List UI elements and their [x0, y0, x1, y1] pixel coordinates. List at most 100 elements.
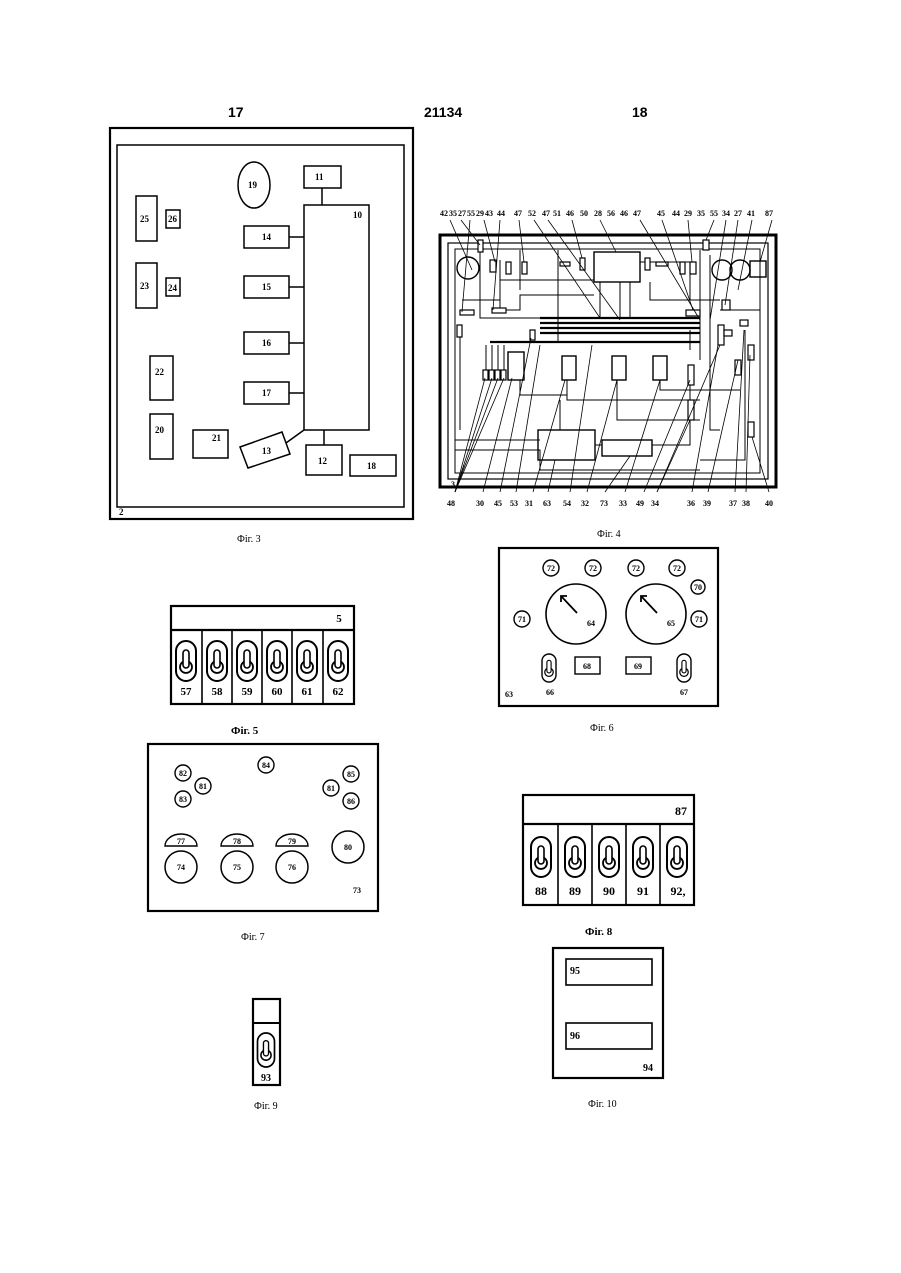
toggle-switch-93[interactable]: [258, 1033, 275, 1067]
fig3-label-12: 12: [318, 456, 328, 466]
fig4-bottom-label: 34: [651, 499, 659, 508]
figure-8-switches: [531, 837, 687, 877]
fig3-label-10: 10: [353, 210, 363, 220]
switch-label: 88: [535, 884, 547, 898]
lamp-label: 81: [199, 782, 207, 791]
toggle-switch-88[interactable]: [531, 837, 551, 877]
fig4-top-label: 52: [528, 209, 536, 218]
fig4-top-label: 44: [497, 209, 505, 218]
figure-10-caption: Фіг. 10: [588, 1099, 617, 1110]
display-label: 69: [634, 662, 642, 671]
lamp-label: 72: [589, 564, 597, 573]
fig4-top-label: 46: [566, 209, 574, 218]
fig3-label-25: 25: [140, 214, 150, 224]
toggle-switch-57[interactable]: [176, 641, 196, 681]
switch-label: 59: [242, 686, 254, 698]
fig4-bottom-label: 38: [742, 499, 750, 508]
knob-label: 76: [288, 863, 296, 872]
fig4-bottom-label: 63: [543, 499, 551, 508]
lamp-label: 83: [179, 795, 187, 804]
fig4-top-label: 27: [458, 209, 466, 218]
fig4-top-label: 47: [514, 209, 522, 218]
fig4-top-label: 50: [580, 209, 588, 218]
figure-6-switches: [542, 654, 691, 682]
toggle-switch-61[interactable]: [297, 641, 317, 681]
toggle-switch-60[interactable]: [267, 641, 287, 681]
figure-3-caption: Фіг. 3: [237, 534, 261, 545]
panel-number: 73: [353, 886, 361, 895]
figure-9-caption: Фіг. 9: [254, 1101, 278, 1112]
fig4-bottom-label: 36: [687, 499, 695, 508]
fig4-top-label: 47: [542, 209, 550, 218]
knob-plate-label: 79: [288, 837, 296, 846]
toggle-switch-67[interactable]: [677, 654, 691, 682]
figure-5-switch-panel: [171, 606, 354, 704]
fig4-bottom-label: 53: [510, 499, 518, 508]
lamp-label: 84: [262, 761, 270, 770]
fig4-top-label: 27: [734, 209, 742, 218]
fig4-top-label: 41: [747, 209, 755, 218]
switch-label: 93: [261, 1073, 271, 1084]
fig4-top-label: 46: [620, 209, 628, 218]
toggle-switch-89[interactable]: [565, 837, 585, 877]
display-label: 96: [570, 1031, 580, 1042]
fig3-label-18: 18: [367, 461, 377, 471]
knob-label: 80: [344, 843, 352, 852]
toggle-switch-91[interactable]: [633, 837, 653, 877]
switch-label: 57: [181, 686, 193, 698]
switch-label: 91: [637, 884, 649, 898]
switch-label: 92,: [671, 884, 686, 898]
lamp-label: 72: [547, 564, 555, 573]
fig3-label-20: 20: [155, 425, 165, 435]
fig4-top-label: 51: [553, 209, 561, 218]
figure-5-caption: Фіг. 5: [231, 725, 258, 737]
fig4-top-label: 43: [485, 209, 493, 218]
fig4-top-label: 55: [710, 209, 718, 218]
switch-label: 90: [603, 884, 615, 898]
switch-label: 66: [546, 688, 554, 697]
lamp-label: 86: [347, 797, 355, 806]
toggle-switch-92[interactable]: [667, 837, 687, 877]
fig4-bottom-label: 37: [729, 499, 737, 508]
fig4-top-label: 35: [697, 209, 705, 218]
fig4-bottom-label: 39: [703, 499, 711, 508]
panel-number: 63: [505, 690, 513, 699]
toggle-switch-90[interactable]: [599, 837, 619, 877]
fig4-top-label: 42: [440, 209, 448, 218]
toggle-switch-59[interactable]: [237, 641, 257, 681]
fig4-bottom-label: 48: [447, 499, 455, 508]
figure-10-labels: 95 96 94: [570, 966, 653, 1074]
lamp-label: 85: [347, 770, 355, 779]
gauge-needle: [561, 596, 577, 613]
switch-label: 60: [272, 686, 284, 698]
figure-4-wiring-diagram: [440, 220, 776, 492]
fig3-label-11: 11: [315, 172, 324, 182]
knob-plate-label: 78: [233, 837, 241, 846]
switch-label: 89: [569, 884, 581, 898]
lamp-label: 72: [632, 564, 640, 573]
fig4-top-label: 55: [467, 209, 475, 218]
display-label: 68: [583, 662, 591, 671]
fig4-top-label: 28: [594, 209, 602, 218]
fig4-bottom-label: 40: [765, 499, 773, 508]
fig4-bottom-label: 54: [563, 499, 571, 508]
gauge-label: 65: [667, 619, 675, 628]
lamp-label: 71: [518, 615, 526, 624]
fig4-corner-label: 3: [451, 480, 455, 489]
toggle-switch-62[interactable]: [328, 641, 348, 681]
lamp-label: 81: [327, 784, 335, 793]
toggle-switch-58[interactable]: [207, 641, 227, 681]
fig4-top-label: 47: [633, 209, 641, 218]
lamp-label: 72: [673, 564, 681, 573]
fig3-label-21: 21: [212, 433, 222, 443]
fig3-label-14: 14: [262, 232, 272, 242]
fig4-top-label: 29: [684, 209, 692, 218]
figure-7-caption: Фіг. 7: [241, 932, 265, 943]
toggle-switch-66[interactable]: [542, 654, 556, 682]
fig4-bottom-label: 73: [600, 499, 608, 508]
knob-plate-label: 77: [177, 837, 185, 846]
lamp-label: 82: [179, 769, 187, 778]
fig3-label-23: 23: [140, 281, 150, 291]
fig3-label-15: 15: [262, 282, 272, 292]
